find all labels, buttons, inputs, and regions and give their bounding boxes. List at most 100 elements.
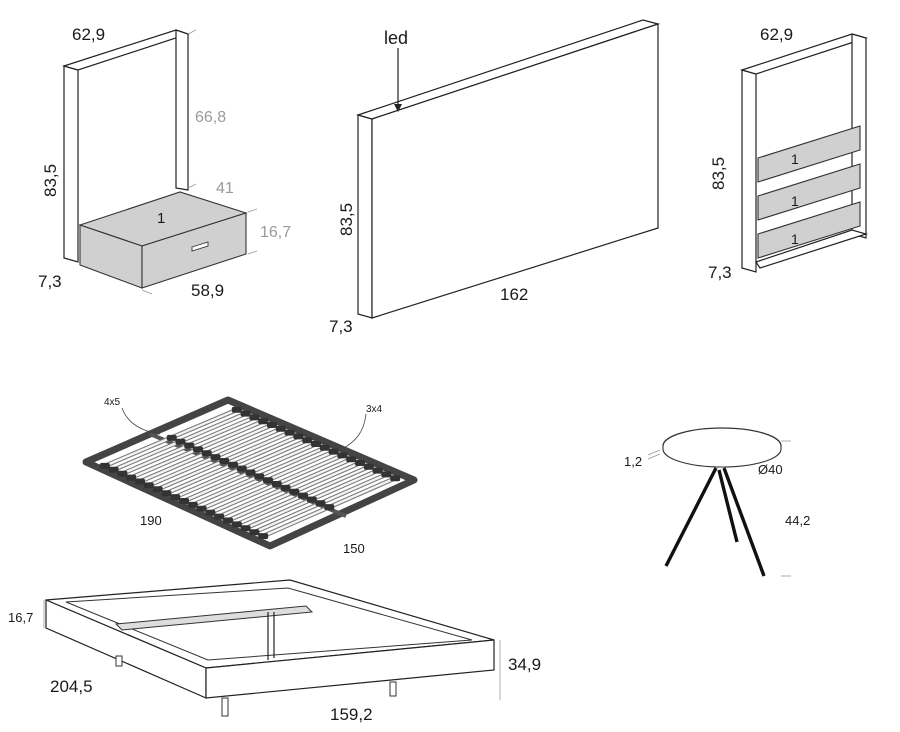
slat-holder: [108, 466, 119, 473]
slat-holder: [223, 517, 233, 524]
side-table-diameter-label: Ø40: [758, 462, 783, 477]
slat-holder: [193, 446, 203, 453]
nightstand-right-post: [175, 29, 189, 191]
slat-base-width-label: 150: [343, 541, 365, 556]
shelf-1: [757, 125, 861, 183]
nightstand-depth-label: 41: [216, 180, 234, 197]
shelf-2: [757, 163, 861, 221]
slat-holder: [315, 500, 326, 507]
headboard-thickness-label: 7,3: [329, 317, 353, 336]
shelf-3-qty: 1: [791, 231, 799, 247]
slat-holder: [240, 525, 251, 532]
shelf-unit-thickness-label: 7,3: [708, 263, 732, 282]
slat-holder: [346, 456, 357, 463]
nightstand-height-label: 83,5: [41, 164, 60, 197]
slat-holder: [245, 469, 256, 476]
slat-base-right-count: 3x4: [366, 404, 383, 415]
bed-frame-inner: [65, 587, 473, 661]
slat-holder: [236, 465, 247, 472]
slat-holder: [205, 509, 216, 516]
slat-holder: [166, 434, 177, 441]
slat-holder: [337, 452, 348, 459]
slat-holder: [302, 437, 313, 444]
slat-holder: [99, 462, 110, 469]
headboard-width-label: 162: [500, 285, 528, 304]
nightstand-left-post: [63, 65, 79, 263]
slat-holder: [381, 471, 392, 478]
slat-base-drawing: [82, 396, 418, 550]
nightstand-drawer-qty: 1: [157, 210, 165, 227]
nightstand-drawer-height-label: 16,7: [260, 224, 291, 241]
slat-holder: [228, 461, 238, 468]
slat-holder: [249, 529, 260, 536]
bed-total-height-label: 34,9: [508, 655, 541, 674]
bed-frame-front: [205, 639, 495, 699]
slat-holder: [170, 494, 181, 501]
shelf-unit-drawing: [739, 33, 869, 273]
slat-holder: [249, 414, 260, 421]
bed-frame-center-rail: [114, 605, 314, 631]
nightstand-width-label: 62,9: [72, 25, 105, 44]
slat-holder: [319, 444, 330, 451]
slat-holder: [219, 457, 230, 464]
slat-group: [99, 406, 401, 540]
slat-holder: [126, 474, 137, 481]
headboard-front: [371, 23, 659, 319]
slat-holder: [187, 501, 198, 508]
slat-holder: [201, 450, 212, 457]
slat-holder: [179, 498, 189, 504]
slat-holder: [298, 492, 308, 499]
slat-holder: [293, 433, 304, 440]
headboard-drawing: [355, 19, 661, 319]
slat-holder: [214, 513, 225, 520]
slat-holder: [275, 425, 286, 432]
slat-holder: [284, 429, 295, 436]
slat-holder: [306, 496, 317, 503]
slat-holder: [135, 478, 145, 485]
slat-holder: [196, 505, 207, 512]
shelf-1-qty: 1: [791, 151, 799, 167]
slat-holder: [152, 486, 163, 493]
shelf-3: [757, 201, 861, 259]
slat-holder: [363, 463, 374, 470]
nightstand-thickness-label: 7,3: [38, 272, 62, 291]
slat-holder: [355, 460, 365, 466]
slat-holder: [280, 484, 291, 491]
slat-holder: [254, 473, 265, 480]
slat-holder: [271, 481, 282, 488]
shelf-2-qty: 1: [791, 193, 799, 209]
bed-side-height-label: 16,7: [8, 610, 33, 625]
slat-holder: [258, 533, 269, 540]
slat-base-left-count: 4x5: [104, 397, 121, 408]
slat-holder: [267, 422, 277, 428]
slat-holder: [117, 470, 128, 477]
slat-holder: [143, 482, 154, 489]
slat-holder: [390, 475, 401, 482]
side-table-thickness-label: 1,2: [624, 454, 642, 469]
slat-holder: [324, 504, 335, 511]
drawer-handle-icon: [191, 241, 209, 252]
nightstand-drawer-width-label: 58,9: [191, 281, 224, 300]
side-table-height-label: 44,2: [785, 513, 810, 528]
shelf-unit-height-label: 83,5: [709, 157, 728, 190]
slat-holder: [184, 442, 195, 449]
bed-leg-back-left: [115, 655, 123, 667]
headboard-edge: [357, 114, 373, 319]
slat-holder: [289, 488, 300, 495]
slat-holder: [258, 418, 269, 425]
bed-width-label: 159,2: [330, 705, 373, 724]
bed-length-label: 204,5: [50, 677, 93, 696]
slat-holder: [175, 438, 186, 445]
slat-holder: [231, 406, 242, 413]
slat-holder: [210, 454, 221, 461]
headboard-led-label: led: [384, 28, 408, 48]
led-arrow-icon: [394, 104, 402, 112]
slat-holder: [328, 448, 339, 455]
slat-holder: [372, 467, 383, 474]
shelf-unit-width-label: 62,9: [760, 25, 793, 44]
side-table-drawing: [647, 427, 791, 577]
bed-leg-front-left: [221, 697, 229, 717]
shelf-left-post: [741, 69, 757, 273]
shelf-bottom-rail: [755, 229, 869, 269]
